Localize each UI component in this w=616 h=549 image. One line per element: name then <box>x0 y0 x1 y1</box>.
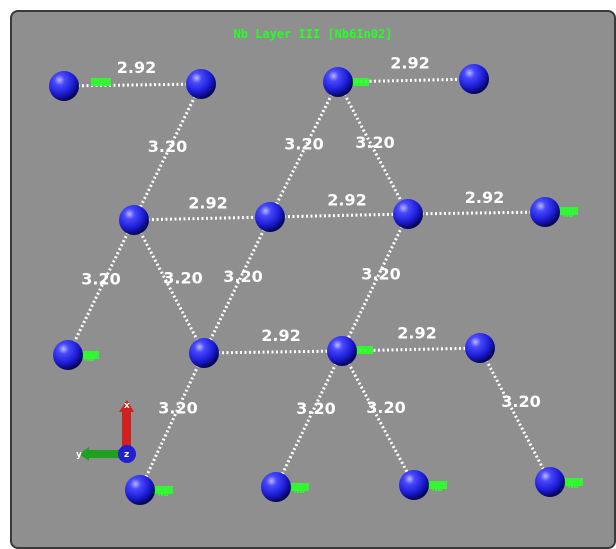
bond-length-label: 2.92 <box>327 191 366 210</box>
viewer-title: Nb Layer III [Nb6In02] <box>234 27 393 41</box>
atom-tag-label: Nb <box>158 489 169 499</box>
bond-length-label: 2.92 <box>261 326 300 345</box>
atom-tag-label: Nb <box>84 354 95 364</box>
atom-tag-marker <box>79 351 99 359</box>
atom-sphere[interactable] <box>393 199 423 229</box>
atom-sphere[interactable] <box>530 197 560 227</box>
bond-line <box>269 212 409 219</box>
bond-length-label: 3.20 <box>81 270 120 289</box>
bond-length-label: 2.92 <box>117 58 156 77</box>
atom-sphere[interactable] <box>323 67 353 97</box>
atom-sphere[interactable] <box>53 340 83 370</box>
z-axis-marker <box>118 445 136 463</box>
bond-length-label: 2.92 <box>390 54 429 73</box>
atom-tag-marker <box>91 78 111 86</box>
bonds-layer: 2.92 2.92 3.20 3.20 3.20 2.92 2.92 2.92 3.20 3.20… <box>63 54 552 491</box>
atom-sphere[interactable] <box>189 338 219 368</box>
bond-line <box>274 350 344 488</box>
atom-sphere[interactable] <box>399 470 429 500</box>
bond-length-label: 3.20 <box>163 269 202 288</box>
atom-sphere[interactable] <box>465 333 495 363</box>
bond-line <box>478 347 552 483</box>
atom-tag-marker <box>427 481 447 489</box>
molecule-viewer[interactable]: Nb Layer III [Nb6In02] 2.92 2.92 3.20 3.20 3… <box>10 10 616 549</box>
atom-tag-label: Nb <box>563 210 574 220</box>
atom-sphere[interactable] <box>327 336 357 366</box>
atom-sphere[interactable] <box>255 202 285 232</box>
z-axis-label: z <box>124 450 129 460</box>
bond-length-label: 2.92 <box>188 194 227 213</box>
bond-length-label: 3.20 <box>355 133 394 152</box>
bond-line <box>340 350 416 486</box>
atom-tag-label: Nb <box>294 486 305 496</box>
y-axis-arrowhead <box>79 447 89 461</box>
bond-length-label: 2.92 <box>397 324 436 343</box>
bond-line <box>133 215 271 222</box>
atom-sphere[interactable] <box>261 472 291 502</box>
bond-length-label: 3.20 <box>296 399 335 418</box>
bond-line <box>138 352 206 491</box>
atom-tag-marker <box>563 478 583 486</box>
atom-tag-label: Nb <box>432 484 443 494</box>
molecule-scene[interactable]: Nb Layer III [Nb6In02] 2.92 2.92 3.20 3.20 3… <box>12 12 614 547</box>
bond-length-label: 3.20 <box>284 135 323 154</box>
bond-length-label: 3.20 <box>158 399 197 418</box>
bond-length-label: 3.20 <box>501 392 540 411</box>
atom-sphere[interactable] <box>119 205 149 235</box>
atom-sphere[interactable] <box>535 467 565 497</box>
atom-sphere[interactable] <box>459 64 489 94</box>
y-axis-label: y <box>76 450 82 460</box>
atom-tag-marker <box>349 78 369 86</box>
x-axis-label: x <box>124 401 130 411</box>
atom-tag-marker <box>289 483 309 491</box>
atom-sphere[interactable] <box>125 475 155 505</box>
bond-line <box>340 213 410 352</box>
bond-length-label: 3.20 <box>366 398 405 417</box>
bond-line <box>63 82 202 88</box>
x-axis-arrow <box>122 410 131 450</box>
y-axis-arrow <box>89 450 125 458</box>
bond-line <box>407 210 546 216</box>
bond-line <box>203 349 343 355</box>
bond-length-label: 3.20 <box>361 265 400 284</box>
bond-length-label: 3.20 <box>223 267 262 286</box>
atom-tag-marker <box>558 207 578 215</box>
atom-sphere[interactable] <box>186 69 216 99</box>
bond-length-label: 3.20 <box>148 137 187 156</box>
bond-line <box>132 83 203 221</box>
axes-gizmo[interactable]: x y z <box>76 400 136 463</box>
x-axis-arrowhead <box>119 400 134 412</box>
atom-tag-marker <box>153 486 173 494</box>
atom-tag-marker <box>353 346 373 354</box>
bond-length-label: 2.92 <box>465 188 504 207</box>
atom-sphere[interactable] <box>49 71 79 101</box>
atom-tag-label: Nb <box>568 481 579 491</box>
